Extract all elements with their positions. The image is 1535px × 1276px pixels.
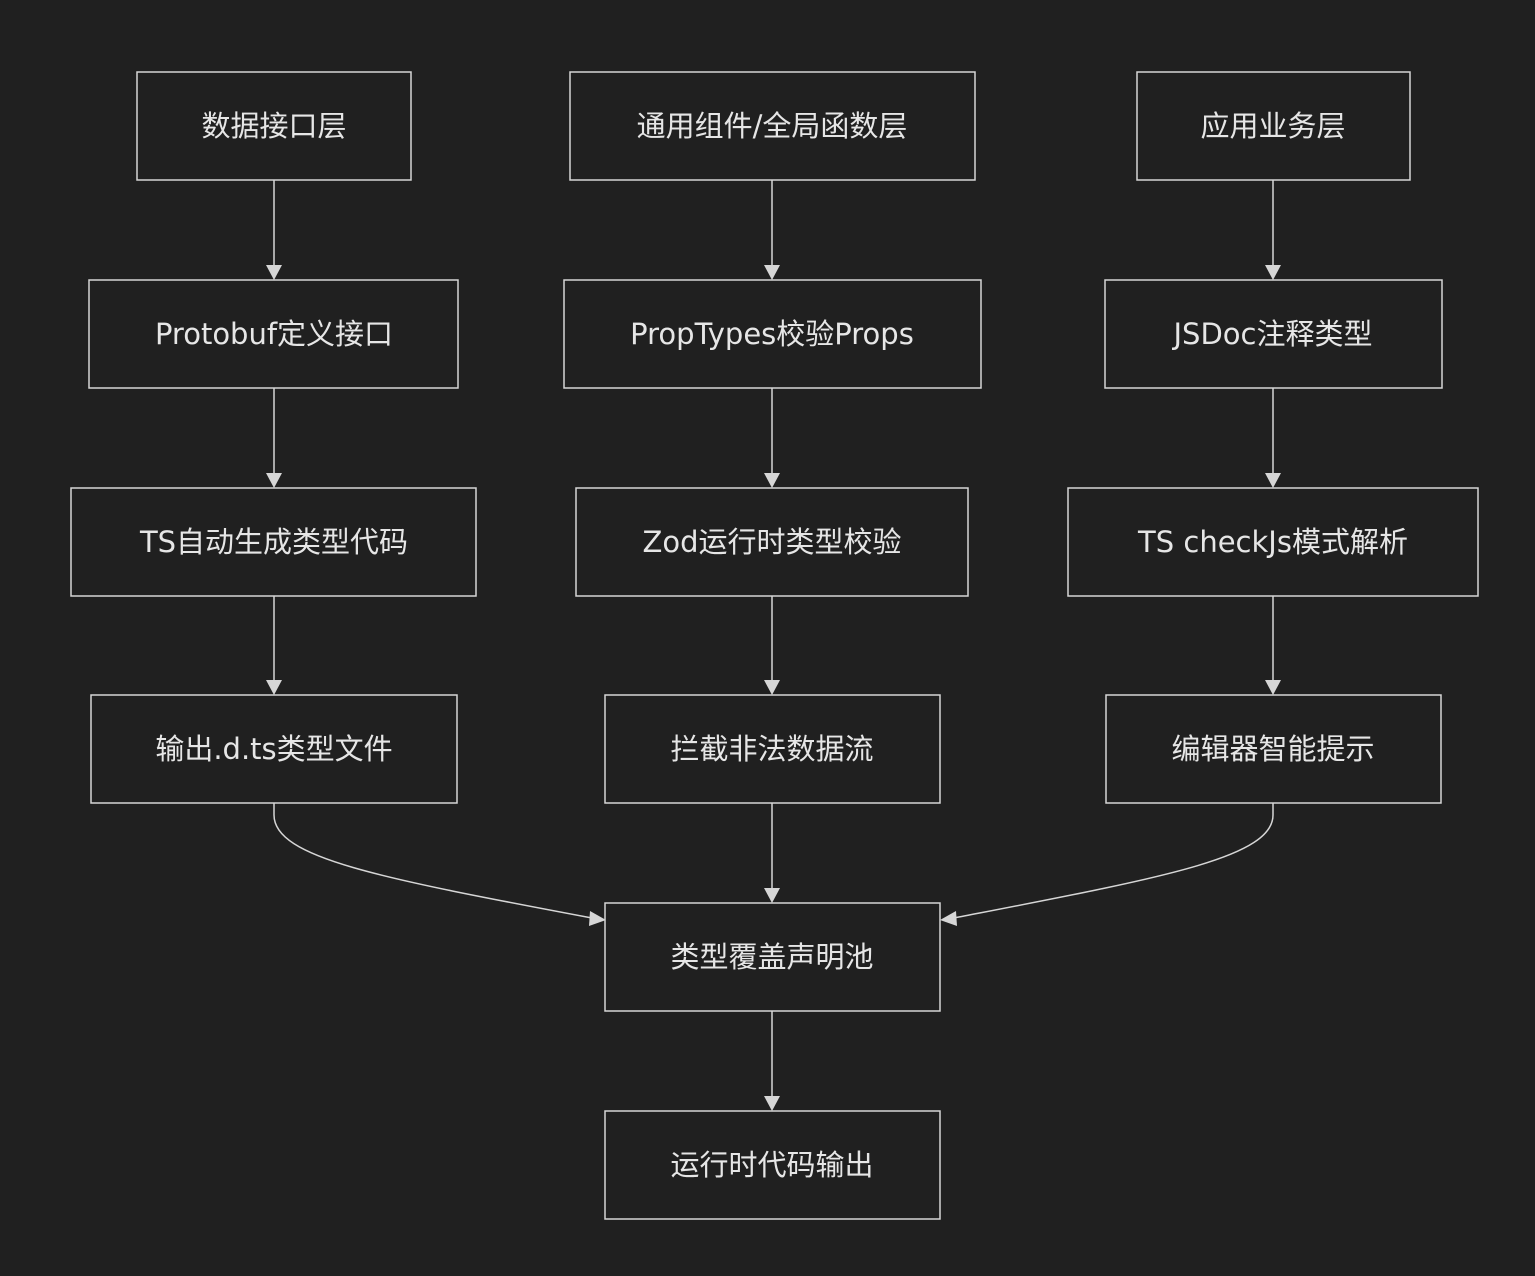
node-dts: 输出.d.ts类型文件 [90,694,458,804]
arrowhead-coverage-middle [764,888,780,903]
node-app-layer: 应用业务层 [1136,71,1411,181]
node-checkjs: TS checkJs模式解析 [1067,487,1479,597]
arrowhead-ts-gen [266,473,282,488]
arrowhead-checkjs [1265,473,1281,488]
arrowhead-intercept [764,680,780,695]
node-runtime: 运行时代码输出 [604,1110,941,1220]
arrowhead-coverage-left [589,911,606,926]
node-protobuf-label: Protobuf定义接口 [155,317,393,351]
node-intercept: 拦截非法数据流 [604,694,941,804]
node-runtime-label: 运行时代码输出 [670,1148,873,1182]
edge-dts-to-coverage [273,803,593,919]
arrowhead-intellisense [1265,680,1281,695]
arrowheads [266,265,1281,1111]
arrowhead-zod [764,473,780,488]
node-zod-label: Zod运行时类型校验 [642,525,901,559]
node-ts-gen-label: TS自动生成类型代码 [139,525,408,559]
node-checkjs-label: TS checkJs模式解析 [1137,525,1408,559]
node-coverage: 类型覆盖声明池 [604,902,941,1012]
node-common-layer-label: 通用组件/全局函数层 [637,109,908,143]
node-coverage-label: 类型覆盖声明池 [670,940,873,974]
arrowhead-jsdoc [1265,265,1281,280]
node-zod: Zod运行时类型校验 [575,487,969,597]
arrowhead-protobuf [266,265,282,280]
arrowhead-runtime [764,1096,780,1111]
node-dts-label: 输出.d.ts类型文件 [155,732,392,766]
node-jsdoc: JSDoc注释类型 [1104,279,1443,389]
node-app-layer-label: 应用业务层 [1200,109,1345,143]
arrowhead-proptypes [764,265,780,280]
node-ts-gen: TS自动生成类型代码 [70,487,477,597]
node-intellisense: 编辑器智能提示 [1105,694,1442,804]
edge-intellisense-to-coverage [953,803,1274,919]
node-data-layer-label: 数据接口层 [201,109,346,143]
node-intellisense-label: 编辑器智能提示 [1171,732,1374,766]
node-common-layer: 通用组件/全局函数层 [569,71,976,181]
node-jsdoc-label: JSDoc注释类型 [1172,317,1373,351]
node-proptypes: PropTypes校验Props [563,279,982,389]
arrowhead-coverage-right [940,911,957,926]
node-proptypes-label: PropTypes校验Props [630,317,914,351]
node-intercept-label: 拦截非法数据流 [670,732,873,766]
node-protobuf: Protobuf定义接口 [88,279,459,389]
arrowhead-dts [266,680,282,695]
node-data-layer: 数据接口层 [136,71,412,181]
edges [273,180,1274,1099]
